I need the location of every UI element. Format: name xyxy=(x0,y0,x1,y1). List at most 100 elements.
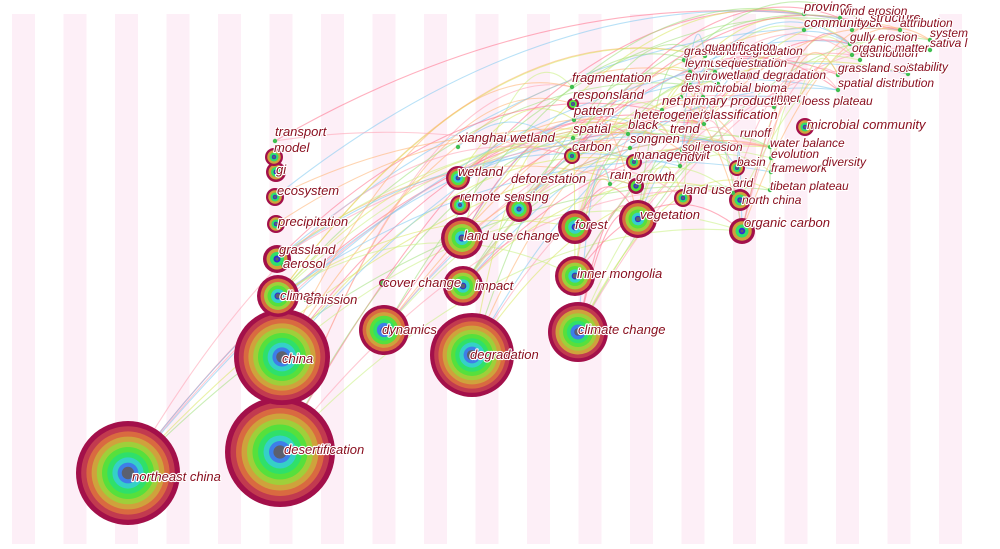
node-quantification[interactable] xyxy=(702,53,708,59)
node-desertification[interactable] xyxy=(225,397,335,507)
time-band xyxy=(372,14,396,544)
node-gully-erosion[interactable] xyxy=(847,41,853,47)
node-deforestation[interactable] xyxy=(506,196,532,222)
node-songnen[interactable] xyxy=(627,145,633,151)
node-china[interactable] xyxy=(234,309,330,405)
node-organic-matter[interactable] xyxy=(849,52,855,58)
node-grassland-soil[interactable] xyxy=(835,72,841,78)
node-system[interactable] xyxy=(927,37,933,43)
node-basin[interactable] xyxy=(729,160,745,176)
node-sequestration[interactable] xyxy=(712,69,718,75)
node-spatial[interactable] xyxy=(570,135,576,141)
node-forest[interactable] xyxy=(558,210,592,244)
node-grassland-degradation[interactable] xyxy=(681,57,687,63)
node-fragmentation[interactable] xyxy=(569,84,575,90)
node-organic-carbon[interactable] xyxy=(729,218,755,244)
node-microbial-community[interactable] xyxy=(796,118,814,136)
node-carbon[interactable] xyxy=(564,148,580,164)
node-emission[interactable] xyxy=(303,297,309,303)
node-vegetation[interactable] xyxy=(619,200,657,238)
node-leymus-chinensis[interactable] xyxy=(687,69,693,75)
node-water-balance[interactable] xyxy=(767,144,773,150)
node-tibetan-plateau[interactable] xyxy=(767,187,773,193)
time-band xyxy=(836,14,859,544)
co-occurrence-link xyxy=(274,131,573,157)
node-trend[interactable] xyxy=(667,135,673,141)
node-province[interactable] xyxy=(801,11,807,17)
node-sativa[interactable] xyxy=(927,47,933,53)
label-north-china: north china xyxy=(742,193,802,207)
co-occurrence-link xyxy=(571,43,706,157)
time-band xyxy=(321,14,344,544)
node-microbial-biomass[interactable] xyxy=(700,94,706,100)
node-land-use[interactable] xyxy=(674,189,692,207)
node-cover-change[interactable] xyxy=(379,279,387,287)
node-runoff[interactable] xyxy=(737,143,743,149)
label-arid: arid xyxy=(733,176,753,190)
node-distribution[interactable] xyxy=(857,57,863,63)
node-ndvi[interactable] xyxy=(677,163,683,169)
label-sativa: sativa l xyxy=(930,36,968,50)
node-dot xyxy=(857,57,863,63)
node-black[interactable] xyxy=(625,131,631,137)
node-attribution[interactable] xyxy=(897,27,903,33)
node-remote-sensing[interactable] xyxy=(450,195,470,215)
node-loess-plateau[interactable] xyxy=(795,98,801,104)
node-structure[interactable] xyxy=(867,22,873,28)
node-inner-mongolia[interactable] xyxy=(555,256,595,296)
node-spatial-distribution[interactable] xyxy=(835,87,841,93)
node-dot xyxy=(280,262,286,268)
node-dot xyxy=(571,117,577,123)
node-dynamics[interactable] xyxy=(359,305,409,355)
label-basin: basin xyxy=(737,155,766,169)
node-diversity[interactable] xyxy=(819,163,825,169)
node-model[interactable] xyxy=(265,148,283,166)
node-stock[interactable] xyxy=(849,27,855,33)
node-soil-erosion[interactable] xyxy=(679,148,685,154)
node-wetland-degradation[interactable] xyxy=(715,81,721,87)
node-aerosol[interactable] xyxy=(280,262,286,268)
co-occurrence-link xyxy=(689,55,839,91)
node-xianghai-wetland[interactable] xyxy=(455,144,461,150)
node-core xyxy=(681,196,685,200)
node-management[interactable] xyxy=(626,154,642,170)
node-north-china[interactable] xyxy=(729,189,751,211)
node-net-primary-production[interactable] xyxy=(659,107,665,113)
node-climate-change[interactable] xyxy=(548,302,608,362)
node-des[interactable] xyxy=(678,94,684,100)
node-framework[interactable] xyxy=(768,169,774,175)
node-land-use-change[interactable] xyxy=(441,217,483,259)
co-occurrence-link xyxy=(681,33,706,152)
node-community[interactable] xyxy=(801,27,807,33)
node-pattern[interactable] xyxy=(571,117,577,123)
node-degradation[interactable] xyxy=(430,313,514,397)
node-precipitation[interactable] xyxy=(267,215,285,233)
label-dynamics: dynamics xyxy=(382,322,437,337)
label-wind-erosion: wind erosion xyxy=(840,4,908,18)
label-stock: stock xyxy=(852,15,884,30)
node-ecosystem[interactable] xyxy=(266,188,284,206)
node-transport[interactable] xyxy=(272,138,278,144)
node-inner[interactable] xyxy=(771,104,777,110)
label-land-use: land use xyxy=(683,182,732,197)
co-occurrence-link xyxy=(461,71,573,239)
node-impact[interactable] xyxy=(443,266,483,306)
node-gi[interactable] xyxy=(266,162,286,182)
co-occurrence-link xyxy=(471,138,573,356)
node-environment[interactable] xyxy=(687,82,693,88)
node-dot xyxy=(303,297,309,303)
node-heterogeneity[interactable] xyxy=(631,121,637,127)
node-climate[interactable] xyxy=(257,275,299,317)
node-wetland[interactable] xyxy=(446,166,470,190)
node-wind-erosion[interactable] xyxy=(837,15,843,21)
node-stability[interactable] xyxy=(905,71,911,77)
co-occurrence-link xyxy=(577,179,771,333)
node-responsland[interactable] xyxy=(567,98,579,110)
node-rain[interactable] xyxy=(607,181,613,187)
node-arid[interactable] xyxy=(730,190,736,196)
node-evolution[interactable] xyxy=(768,155,774,161)
node-growth[interactable] xyxy=(628,178,644,194)
node-northeast-china[interactable] xyxy=(76,421,180,525)
label-system: system xyxy=(930,26,968,40)
node-classification[interactable] xyxy=(701,121,707,127)
